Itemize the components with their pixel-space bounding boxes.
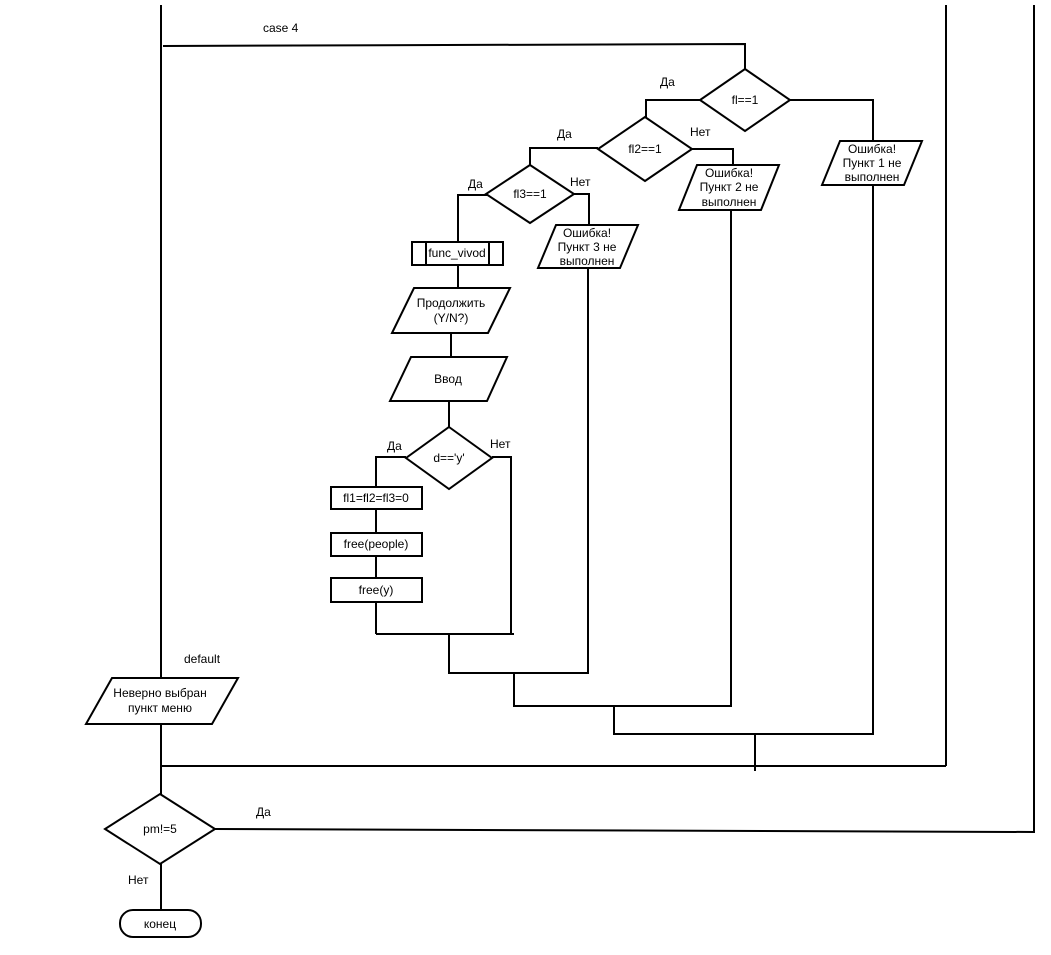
- error-3-line-1: Ошибка!: [563, 226, 611, 240]
- continue-prompt-line-1: Продолжить: [417, 296, 486, 310]
- free-people-process: free(people): [330, 532, 423, 557]
- connectors: [160, 5, 1035, 910]
- free-y-label: free(y): [359, 583, 394, 597]
- error-2-line-3: выполнен: [702, 195, 757, 209]
- end-terminator: конец: [119, 909, 202, 938]
- decision-fl2: fl2==1: [596, 115, 694, 183]
- input-label: Ввод: [434, 372, 462, 386]
- decision-fl3: fl3==1: [484, 163, 576, 225]
- decision-pm-label: pm!=5: [143, 822, 177, 836]
- reset-flags-label: fl1=fl2=fl3=0: [343, 491, 409, 505]
- case4-label: case 4: [263, 21, 299, 35]
- error-3-line-3: выполнен: [560, 254, 615, 268]
- wrong-choice-line-1: Неверно выбран: [113, 686, 206, 700]
- free-people-label: free(people): [344, 537, 409, 551]
- wrong-choice-output: Неверно выбран пункт меню: [84, 677, 240, 725]
- d-no-label: Нет: [490, 437, 511, 451]
- decision-fl1: fl==1: [698, 67, 792, 133]
- free-y-process: free(y): [330, 577, 423, 603]
- fl2-yes-label: Да: [557, 127, 572, 141]
- error-1-line-2: Пункт 1 не: [843, 156, 902, 170]
- error-1-line-3: выполнен: [845, 170, 900, 184]
- input-block: Ввод: [388, 356, 509, 402]
- decision-pm: pm!=5: [103, 792, 217, 866]
- error-2-line-2: Пункт 2 не: [700, 180, 759, 194]
- error-3-line-2: Пункт 3 не: [558, 240, 617, 254]
- end-label: конец: [144, 917, 176, 931]
- fl1-yes-label: Да: [660, 75, 675, 89]
- error-1-line-1: Ошибка!: [848, 142, 896, 156]
- error-2-line-1: Ошибка!: [705, 166, 753, 180]
- error-point-3-output: Ошибка! Пункт 3 не выполнен: [536, 224, 640, 269]
- fl3-yes-label: Да: [468, 177, 483, 191]
- pm-no-label: Нет: [128, 873, 149, 887]
- pm-yes-label: Да: [256, 805, 271, 819]
- fl3-no-label: Нет: [570, 175, 591, 189]
- decision-d: d=='y': [404, 425, 494, 491]
- func-vivod-label: func_vivod: [428, 246, 485, 260]
- decision-fl1-label: fl==1: [732, 93, 759, 107]
- default-label: default: [184, 652, 221, 666]
- decision-fl2-label: fl2==1: [628, 142, 662, 156]
- reset-flags-process: fl1=fl2=fl3=0: [330, 486, 423, 510]
- decision-fl3-label: fl3==1: [513, 187, 547, 201]
- wrong-choice-line-2: пункт меню: [128, 701, 192, 715]
- decision-d-label: d=='y': [433, 451, 464, 465]
- continue-prompt-line-2: (Y/N?): [434, 311, 469, 325]
- error-point-1-output: Ошибка! Пункт 1 не выполнен: [820, 140, 924, 186]
- branch-labels: case 4 default Да Да Нет Да Нет Да Нет Д…: [128, 21, 711, 887]
- fl2-no-label: Нет: [690, 125, 711, 139]
- error-point-2-output: Ошибка! Пункт 2 не выполнен: [677, 164, 781, 211]
- continue-prompt-output: Продолжить (Y/N?): [390, 287, 512, 334]
- d-yes-label: Да: [387, 439, 402, 453]
- func-vivod-subprocess: func_vivod: [411, 241, 504, 266]
